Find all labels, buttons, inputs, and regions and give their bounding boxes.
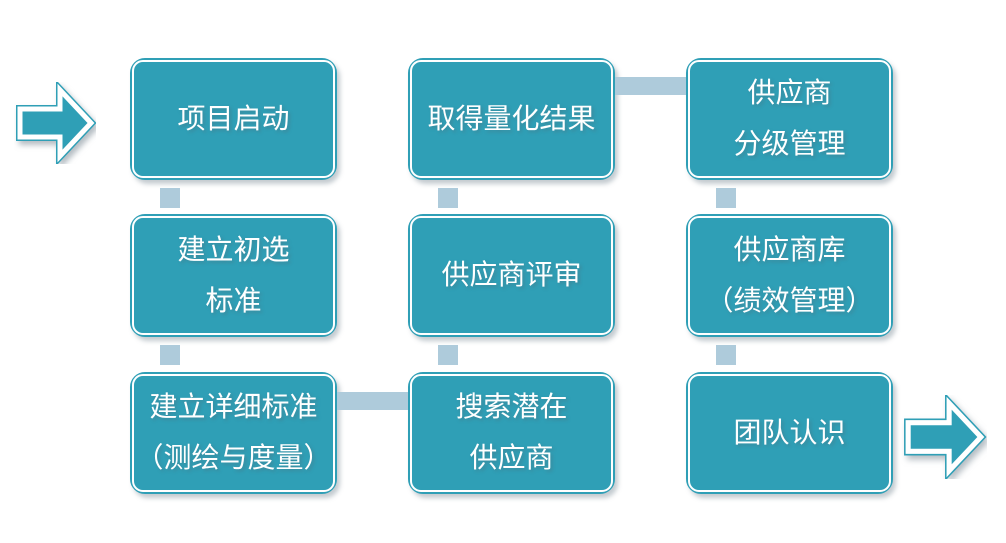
flow-step-supplier-library-performance: 供应商库 （绩效管理） xyxy=(686,214,893,337)
flow-entry-arrow-icon xyxy=(16,82,96,164)
connector-detailed-criteria-to-search-suppliers xyxy=(337,392,408,410)
connector-supplier-library-to-team-recognition xyxy=(716,345,736,365)
connector-quantified-results-to-supplier-review xyxy=(438,188,458,208)
flow-step-label: 项目启动 xyxy=(177,101,290,135)
flow-step-label: 供应商 分级管理 xyxy=(733,76,846,160)
connector-initial-to-detailed-criteria xyxy=(160,345,180,365)
connector-tier-management-to-supplier-library xyxy=(716,188,736,208)
connector-kickoff-to-initial-criteria xyxy=(160,188,180,208)
connector-supplier-review-to-search-suppliers xyxy=(438,345,458,365)
flow-step-supplier-tier-management: 供应商 分级管理 xyxy=(686,58,893,180)
flow-step-label: 取得量化结果 xyxy=(427,101,596,135)
flow-step-label: 团队认识 xyxy=(733,415,846,449)
connector-quantified-results-to-tier-management xyxy=(615,77,686,95)
flow-step-team-recognition: 团队认识 xyxy=(686,372,893,494)
flow-step-quantified-results: 取得量化结果 xyxy=(408,58,615,180)
flow-step-label: 供应商库 （绩效管理） xyxy=(705,232,874,317)
flow-step-supplier-review: 供应商评审 xyxy=(408,214,615,337)
flow-step-project-kickoff: 项目启动 xyxy=(130,58,337,180)
flow-exit-arrow-icon xyxy=(904,395,987,479)
flow-step-label: 供应商评审 xyxy=(441,258,582,292)
flow-step-search-potential-suppliers: 搜索潜在 供应商 xyxy=(408,372,615,494)
flow-step-label: 建立详细标准 （测绘与度量） xyxy=(135,390,332,474)
flow-step-detailed-criteria: 建立详细标准 （测绘与度量） xyxy=(130,372,337,494)
flow-step-label: 建立初选 标准 xyxy=(177,232,290,317)
flow-step-label: 搜索潜在 供应商 xyxy=(455,390,568,474)
flow-step-initial-criteria: 建立初选 标准 xyxy=(130,214,337,337)
